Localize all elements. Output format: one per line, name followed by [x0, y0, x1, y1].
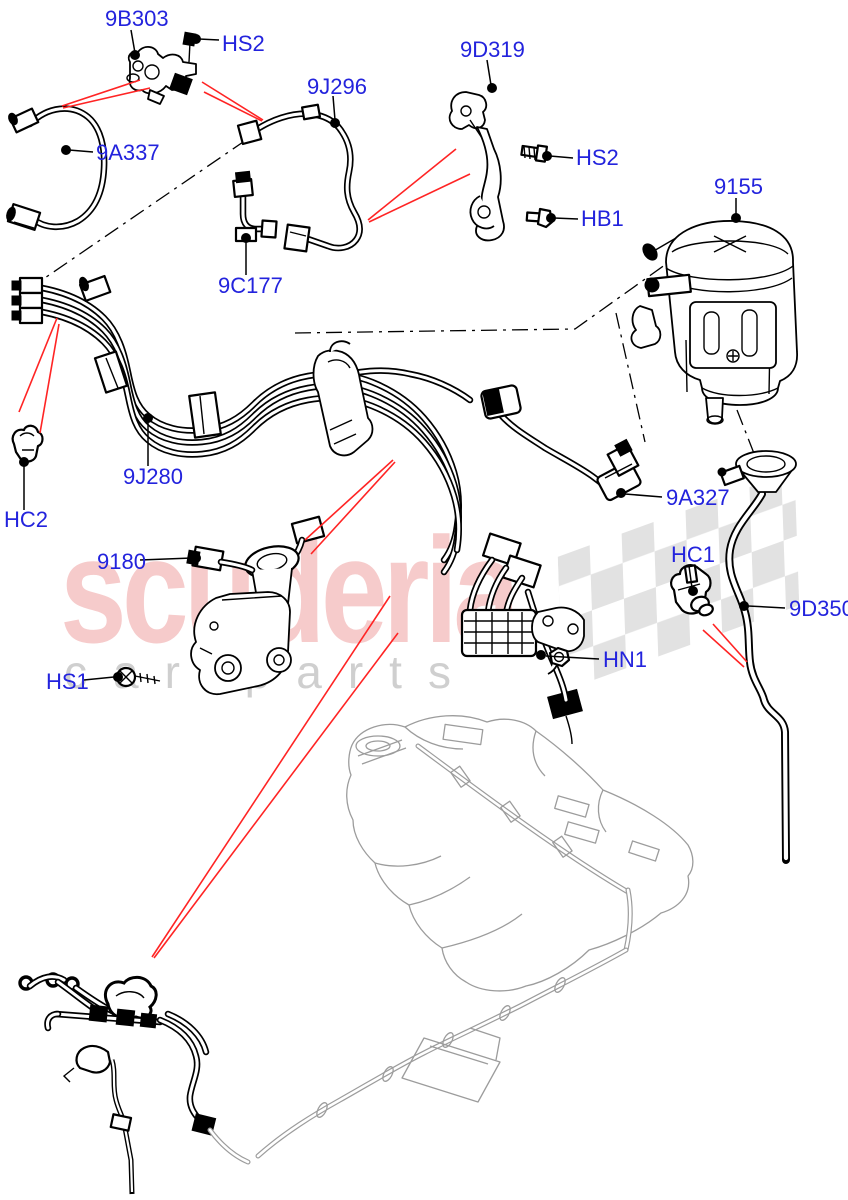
callout-9D319: 9D319 — [460, 37, 525, 62]
jet-pump-assembly-art — [18, 972, 251, 1195]
bracket-9B303-art — [126, 31, 197, 105]
callout-HC2: HC2 — [4, 507, 48, 532]
fuel-lines-art — [255, 688, 633, 1159]
construction-lines — [19, 139, 756, 457]
callout-HN1: HN1 — [603, 647, 647, 672]
callout-9J280: 9J280 — [123, 464, 183, 489]
callout-HS1: HS1 — [46, 669, 89, 694]
callout-labels: 9B303 HS2 9J296 9D319 9A337 HS2 HB1 9155… — [4, 6, 848, 694]
hose-9J296-art — [236, 103, 363, 253]
hose-9A337-art — [6, 105, 108, 231]
bracket-9D319-art — [448, 91, 554, 242]
callout-9A337: 9A337 — [96, 140, 160, 165]
callout-9D350: 9D350 — [789, 596, 848, 621]
pump-9180-art — [115, 515, 326, 696]
callout-HC1: HC1 — [671, 542, 715, 567]
leader-lines — [19, 29, 786, 682]
callout-9B303: 9B303 — [105, 6, 169, 31]
callout-9155: 9155 — [714, 174, 763, 199]
clip-HC2-art — [11, 424, 44, 463]
connector-9C177-art — [232, 170, 278, 243]
manifold-art — [460, 532, 585, 704]
callout-9C177: 9C177 — [218, 273, 283, 298]
callout-HS2-mid: HS2 — [576, 145, 619, 170]
hose-bundle-9J280-art — [11, 274, 474, 576]
fuel-tank-art — [346, 715, 694, 992]
callout-9180: 9180 — [97, 549, 146, 574]
callout-HB1: HB1 — [581, 206, 624, 231]
watermark-brand: scuderia — [60, 506, 521, 674]
red-arrows — [18, 79, 748, 959]
bolt-HB1-art — [525, 207, 554, 229]
callout-9A327: 9A327 — [666, 485, 730, 510]
callout-HS2-top: HS2 — [222, 31, 265, 56]
tube-9D350-art — [717, 450, 797, 864]
callout-9J296: 9J296 — [307, 74, 367, 99]
hose-9A327-art — [480, 384, 642, 502]
canister-9155-art — [630, 220, 798, 425]
